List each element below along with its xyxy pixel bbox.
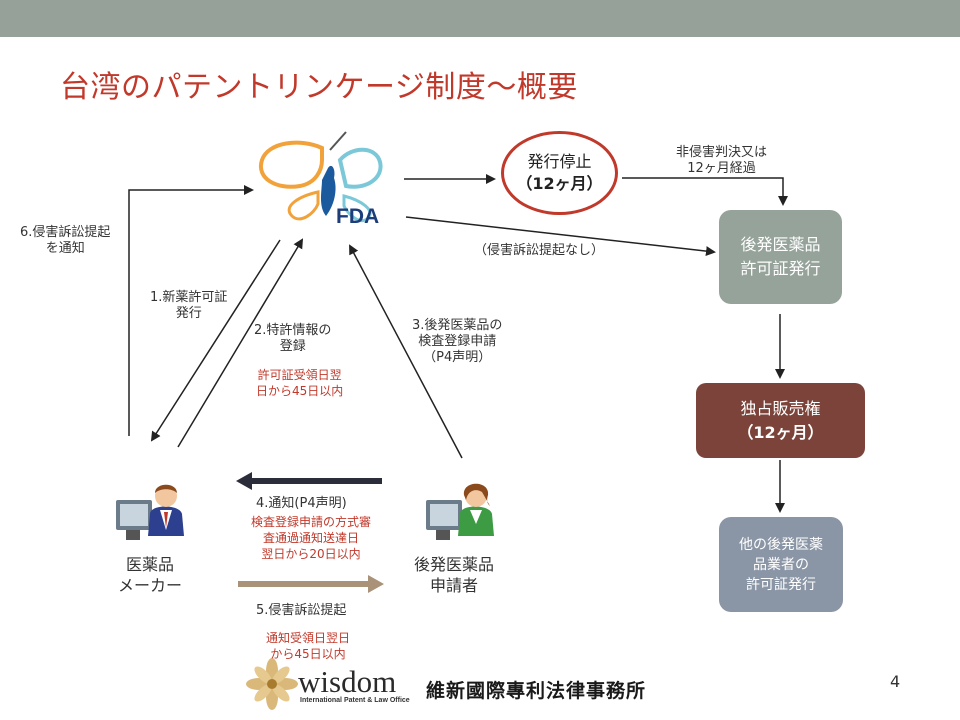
label-new-drug-license: 1.新薬許可証 発行	[150, 290, 228, 321]
other-generic-license-box: 他の後発医薬 品業者の 許可証発行	[719, 517, 843, 612]
label-suit-deadline: 通知受領日翌日 から45日以内	[266, 631, 351, 661]
originator-person-icon	[116, 484, 184, 540]
footer-brand-sub: International Patent & Law Office	[300, 697, 410, 704]
stop-line2: （12ヶ月）	[516, 174, 603, 193]
actor-originator: 医薬品 メーカー	[118, 555, 183, 595]
fda-logo: FDA	[258, 131, 383, 228]
generic-license-box: 後発医薬品 許可証発行	[719, 210, 842, 304]
actor-generic-applicant: 後発医薬品 申請者	[414, 555, 495, 595]
label-patent-registration: 2.特許情報の 登録	[254, 323, 332, 354]
label-infringement-suit: 5.侵害訴訟提起	[256, 603, 347, 618]
label-no-suit: （侵害訴訟提起なし）	[474, 243, 605, 258]
label-notice-deadline: 検査登録申請の方式審 査通過通知送達日 翌日から20日以内	[251, 515, 372, 561]
exclusive-sales-box: 独占販売権 （12ヶ月）	[696, 383, 865, 458]
top-bar	[0, 0, 960, 37]
generic-applicant-person-icon	[426, 483, 494, 540]
label-no-infringement: 非侵害判決又は 12ヶ月経過	[676, 145, 768, 176]
stop-line1: 発行停止	[527, 152, 592, 171]
footer-firm-name: 維新國際專利法律事務所	[426, 680, 647, 702]
label-notify-suit: 6.侵害訴訟提起 を通知	[20, 225, 111, 256]
label-generic-application: 3.後発医薬品の 検査登録申請 （P4声明）	[412, 318, 503, 365]
label-notice: 4.通知(P4声明)	[256, 496, 347, 511]
issuance-stop-circle: 発行停止 （12ヶ月）	[501, 131, 618, 215]
wisdom-flower-logo	[246, 658, 298, 710]
page-title: 台湾のパテントリンケージ制度～概要	[60, 70, 578, 105]
page-number: 4	[890, 672, 901, 691]
label-patent-deadline: 許可証受領日翌 日から45日以内	[256, 368, 344, 398]
footer-brand: wisdom	[298, 664, 397, 699]
fda-logo-text: FDA	[336, 205, 379, 228]
